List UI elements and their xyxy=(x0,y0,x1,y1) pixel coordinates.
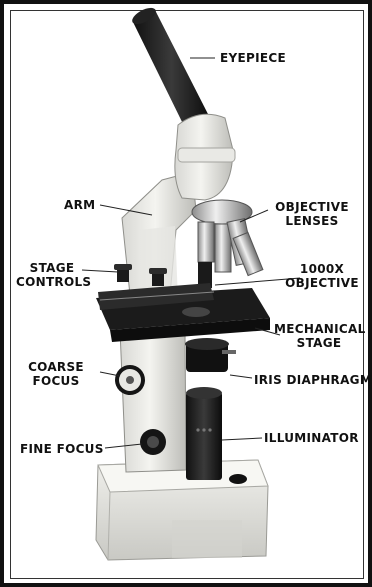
label-fine-focus: FINE FOCUS xyxy=(20,442,104,456)
label-mechanical-stage-line1: MECHANICAL xyxy=(274,322,364,336)
label-mechanical-stage: MECHANICAL STAGE xyxy=(274,322,364,350)
power-switch xyxy=(229,474,247,484)
label-objective-lenses-line2: LENSES xyxy=(266,214,358,228)
label-1000x-objective-line2: OBJECTIVE xyxy=(284,276,360,290)
fine-focus-knob xyxy=(140,429,166,455)
label-eyepiece: EYEPIECE xyxy=(220,51,286,65)
coarse-focus-knob xyxy=(115,365,145,395)
label-arm: ARM xyxy=(64,198,95,212)
label-objective-lenses-line1: OBJECTIVE xyxy=(266,200,358,214)
objective-lenses xyxy=(192,200,263,288)
eyepiece-tube xyxy=(130,5,235,200)
label-stage-controls-line2: CONTROLS xyxy=(16,275,88,289)
illuminator xyxy=(186,387,222,480)
label-1000x-objective: 1000X OBJECTIVE xyxy=(284,262,360,290)
label-stage-controls-line1: STAGE xyxy=(16,261,88,275)
label-1000x-objective-line1: 1000X xyxy=(284,262,360,276)
label-coarse-focus-line2: FOCUS xyxy=(18,374,94,388)
label-coarse-focus: COARSE FOCUS xyxy=(18,360,94,388)
label-coarse-focus-line1: COARSE xyxy=(18,360,94,374)
iris-diaphragm xyxy=(185,338,236,372)
mechanical-stage xyxy=(96,283,270,342)
label-objective-lenses: OBJECTIVE LENSES xyxy=(266,200,358,228)
label-iris-diaphragm: IRIS DIAPHRAGM xyxy=(254,373,372,387)
label-illuminator: ILLUMINATOR xyxy=(264,431,359,445)
label-mechanical-stage-line2: STAGE xyxy=(274,336,364,350)
label-stage-controls: STAGE CONTROLS xyxy=(16,261,88,289)
